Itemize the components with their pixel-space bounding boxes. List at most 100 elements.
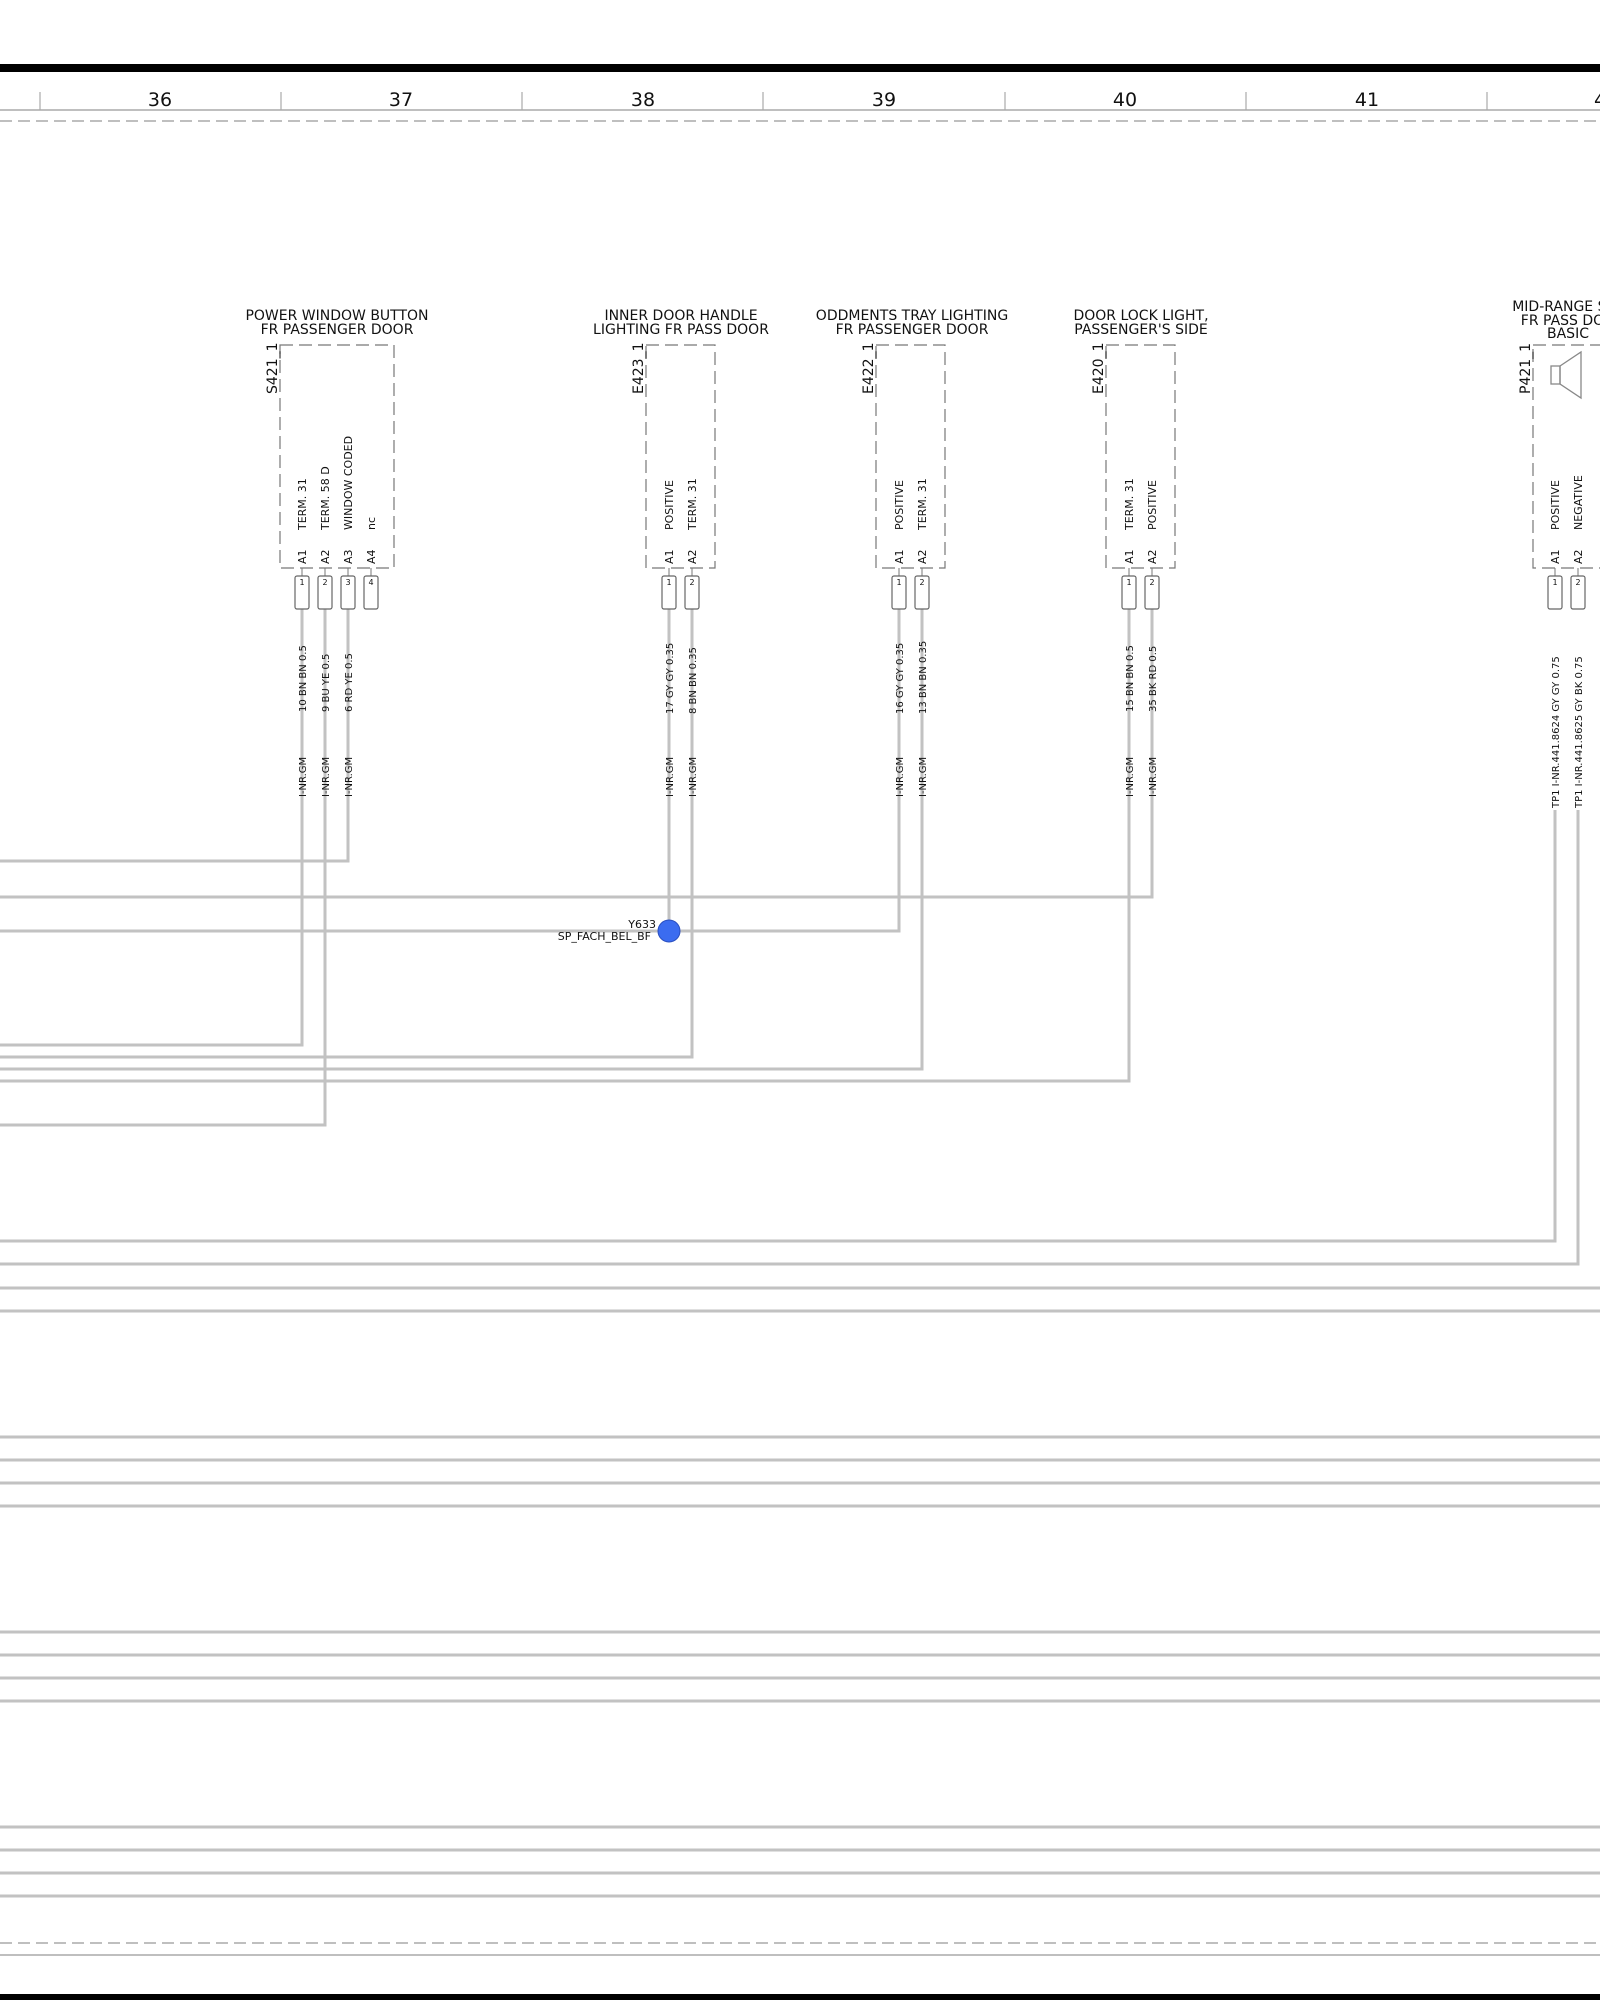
column-number: 36 <box>148 89 172 111</box>
component-title: PASSENGER'S SIDE <box>1074 322 1207 338</box>
component-e420-1: DOOR LOCK LIGHT, PASSENGER'S SIDE E420_1… <box>1073 308 1208 797</box>
pin-id: A2 <box>319 549 332 564</box>
pin-function: POSITIVE <box>663 480 676 530</box>
pin-number: 1 <box>896 578 901 587</box>
pin-function: TERM. 31 <box>686 478 699 531</box>
column-number: 4 <box>1594 89 1600 111</box>
connector-pins <box>1121 568 1160 610</box>
component-id: P421_1 <box>1518 343 1534 394</box>
pin-number: 2 <box>919 578 924 587</box>
harness-label: I-NR.GM <box>665 757 676 797</box>
pin-id: A1 <box>663 549 676 564</box>
component-e423-1: INNER DOOR HANDLE LIGHTING FR PASS DOOR … <box>593 308 769 797</box>
splice-y633: Y633 SP_FACH_BEL_BF <box>558 918 681 943</box>
harness-label: I-NR.GM <box>895 757 906 797</box>
wire-e423-a2 <box>0 602 694 1059</box>
column-number: 41 <box>1355 89 1379 111</box>
top-frame-bar <box>0 64 1600 72</box>
component-id: E420_1 <box>1091 343 1107 394</box>
component-title: ODDMENTS TRAY LIGHTING <box>816 308 1008 324</box>
wire-e422-a2 <box>0 602 924 1071</box>
pin-function: TERM. 31 <box>1123 478 1136 531</box>
pin-number: 1 <box>299 578 304 587</box>
wire-network <box>0 602 1600 1898</box>
harness-label: I-NR.GM <box>298 757 309 797</box>
component-box <box>645 344 716 569</box>
wire-s421-a3 <box>0 602 350 863</box>
wire-label: TP1 I-NR.441.8624 GY GY 0.75 <box>1551 656 1562 809</box>
bottom-frame-bar <box>0 1994 1600 2000</box>
component-title: FR PASSENGER DOOR <box>836 322 989 338</box>
wire-s421-a2 <box>0 602 327 1127</box>
wire-label: 6 RD YE 0.5 <box>344 653 355 712</box>
wire-label: 17 GY GY 0.35 <box>665 643 676 714</box>
wire-label: 15 BN BN 0.5 <box>1125 645 1136 712</box>
splice-id: Y633 <box>627 918 656 931</box>
connector-pins <box>891 568 930 610</box>
pin-id: A2 <box>1572 549 1585 564</box>
wire-label: 13 BN BN 0.35 <box>918 641 929 714</box>
pin-number: 3 <box>345 578 350 587</box>
wire-e420-a2 <box>0 602 1154 899</box>
pin-number: 2 <box>1575 578 1580 587</box>
wire-label: 9 BU YE 0.5 <box>321 654 332 712</box>
pin-id: A1 <box>1123 549 1136 564</box>
wire-label: 35 BK RD 0.5 <box>1148 646 1159 712</box>
pin-number: 1 <box>1552 578 1557 587</box>
pin-function: TERM. 31 <box>916 478 929 531</box>
pin-id: A3 <box>342 549 355 564</box>
pin-function: WINDOW CODED <box>342 436 355 530</box>
pin-function: nc <box>365 517 378 530</box>
column-number: 38 <box>631 89 655 111</box>
component-title: LIGHTING FR PASS DOOR <box>593 322 769 338</box>
pin-number: 1 <box>1126 578 1131 587</box>
pin-function: TERM. 58 D <box>319 466 332 531</box>
component-id: S421_1 <box>265 342 281 394</box>
pin-id: A2 <box>916 549 929 564</box>
pin-id: A2 <box>1146 549 1159 564</box>
pin-id: A1 <box>893 549 906 564</box>
column-number: 39 <box>872 89 896 111</box>
component-id: E422_1 <box>861 343 877 394</box>
pin-function: POSITIVE <box>893 480 906 530</box>
pin-number: 4 <box>368 578 373 587</box>
harness-label: I-NR.GM <box>918 757 929 797</box>
wire-label: TP1 I-NR.441.8625 GY BK 0.75 <box>1574 656 1585 809</box>
component-box <box>279 344 395 569</box>
pin-id: A1 <box>296 549 309 564</box>
bus-wires <box>0 1286 1600 1898</box>
harness-label: I-NR.GM <box>1148 757 1159 797</box>
component-id: E423_1 <box>631 343 647 394</box>
component-title: DOOR LOCK LIGHT, <box>1073 308 1208 324</box>
pin-number: 1 <box>666 578 671 587</box>
component-title: INNER DOOR HANDLE <box>604 308 757 324</box>
column-header-row: 36 37 38 39 40 41 4 <box>148 89 1600 111</box>
component-title: BASIC <box>1547 326 1589 342</box>
splice-node <box>657 919 681 943</box>
component-box <box>1105 344 1176 569</box>
harness-label: I-NR.GM <box>688 757 699 797</box>
pin-function: POSITIVE <box>1549 480 1562 530</box>
wire-p421-a2 <box>0 810 1580 1266</box>
connector-pins <box>661 568 700 610</box>
harness-label: I-NR.GM <box>1125 757 1136 797</box>
column-number: 37 <box>389 89 413 111</box>
component-title: FR PASSENGER DOOR <box>261 322 414 338</box>
component-title: POWER WINDOW BUTTON <box>245 308 428 324</box>
connector-pins <box>1547 568 1586 610</box>
wire-e422-a1 <box>669 602 901 933</box>
pin-id: A2 <box>686 549 699 564</box>
component-title: FR PASS DOO <box>1521 313 1600 329</box>
pin-number: 2 <box>322 578 327 587</box>
wire-s421-a1 <box>0 602 304 1047</box>
pin-number: 2 <box>1149 578 1154 587</box>
pin-function: TERM. 31 <box>296 478 309 531</box>
connector-pins <box>294 568 379 610</box>
pin-number: 2 <box>689 578 694 587</box>
component-title: MID-RANGE SPE <box>1512 299 1600 315</box>
harness-label: I-NR.GM <box>321 757 332 797</box>
column-number: 40 <box>1113 89 1137 111</box>
wire-p421-a1 <box>0 810 1557 1243</box>
pin-id: A1 <box>1549 549 1562 564</box>
